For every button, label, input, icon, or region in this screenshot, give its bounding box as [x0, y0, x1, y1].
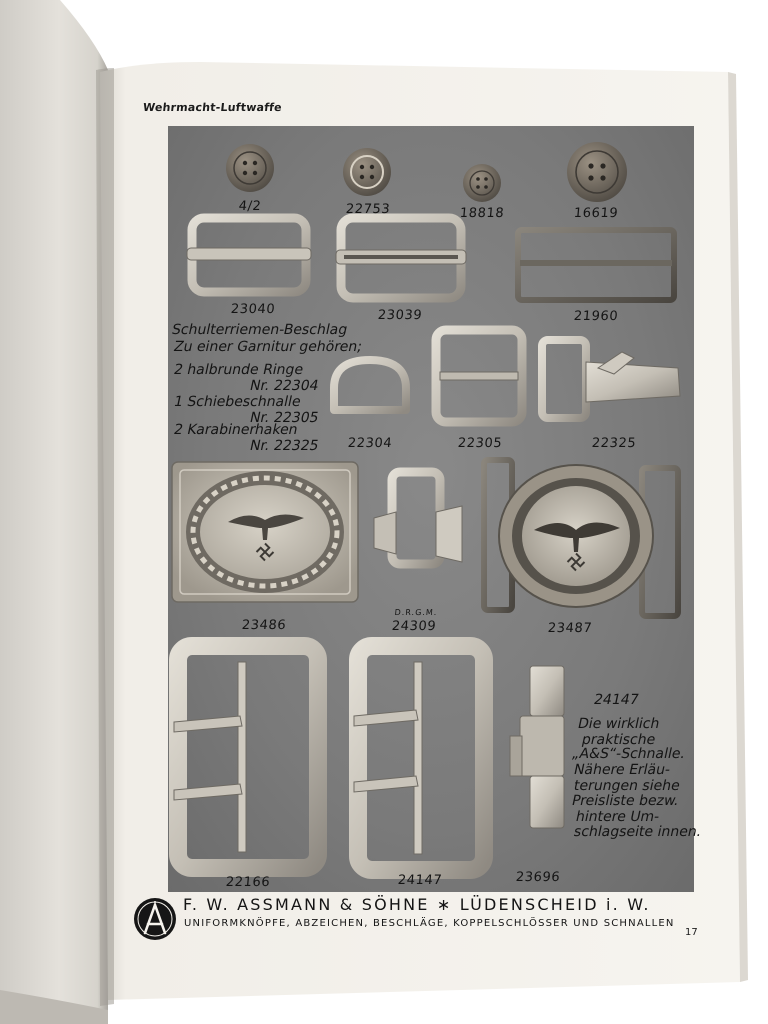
as-note-line-7: hintere Um-: [574, 809, 661, 825]
item-number-23696: 23696: [515, 870, 561, 885]
button-16619: [567, 142, 627, 202]
strap-item-rings: 2 halbrunde Ringe: [172, 362, 305, 378]
item-number-21960: 21960: [573, 309, 619, 324]
strap-item-rings-number: Nr. 22304: [248, 378, 321, 394]
item-number-24147: 24147: [397, 873, 443, 888]
as-note-line-3: „A&S“-Schnalle.: [570, 746, 687, 762]
item-number-22753: 22753: [345, 202, 391, 217]
drgm-mark: D.R.G.M.: [394, 608, 438, 617]
company-products: UNIFORMKNÖPFE, ABZEICHEN, BESCHLÄGE, KOP…: [184, 918, 675, 929]
item-number-22304: 22304: [347, 436, 393, 451]
running-head: Wehrmacht-Luftwaffe: [142, 101, 283, 114]
snap-hook-22325: [538, 336, 681, 422]
swastika-mark-2: [566, 552, 586, 572]
as-note-line-8: schlagseite innen.: [572, 824, 703, 840]
as-note-line-4: Nähere Erläu-: [572, 762, 672, 778]
strap-item-slide: 1 Schiebeschnalle: [172, 394, 303, 410]
product-illustrations: [169, 142, 681, 879]
button-4-2: [226, 144, 274, 192]
button-22753: [343, 148, 391, 196]
item-number-23039: 23039: [377, 308, 423, 323]
item-number-16619: 16619: [573, 206, 619, 221]
shoulder-strap-heading: Schulterriemen-Beschlag: [170, 322, 349, 338]
shoulder-strap-subheading: Zu einer Garnitur gehören;: [172, 339, 364, 355]
half-round-ring-22304: [330, 356, 410, 414]
item-number-23040: 23040: [230, 302, 276, 317]
hook-part-23696: [509, 665, 565, 829]
slide-buckle-23039: [335, 213, 467, 303]
item-number-24309: 24309: [391, 619, 437, 634]
as-note-line-5: terungen siehe: [572, 778, 682, 794]
button-18818: [463, 164, 501, 202]
belt-buckle-23486: [171, 461, 359, 603]
item-number-22305: 22305: [457, 436, 503, 451]
as-buckle-number: 24147: [592, 692, 641, 708]
item-number-18818: 18818: [459, 206, 505, 221]
assmann-logo: [134, 898, 176, 940]
item-number-22325: 22325: [591, 436, 637, 451]
as-note-line-6: Preisliste bezw.: [570, 793, 681, 809]
item-number-23486: 23486: [241, 618, 287, 633]
strap-item-hooks-number: Nr. 22325: [248, 438, 321, 454]
swastika-mark: [255, 542, 275, 562]
page-number: 17: [685, 927, 698, 938]
item-number-23487: 23487: [547, 621, 593, 636]
slide-buckle-22305: [431, 325, 527, 427]
strap-loop-21960: [515, 227, 677, 303]
company-name: F. W. ASSMANN & SÖHNE ∗ LÜDENSCHEID i. W…: [183, 895, 651, 914]
item-number-4-2: 4/2: [237, 199, 263, 214]
item-number-22166: 22166: [225, 875, 271, 890]
catalog-photo-plate: 4/2 22753 18818 16619 23040 23039 21960 …: [168, 126, 703, 892]
slide-buckle-23040: [186, 213, 312, 297]
strap-item-hooks: 2 Karabinerhaken: [172, 422, 300, 438]
belt-hook-24309: [373, 467, 463, 569]
frame-buckle-24147: [349, 637, 493, 879]
frame-buckle-22166: [169, 637, 327, 877]
belt-buckle-23487: [481, 457, 681, 619]
as-note-line-1: Die wirklich: [576, 716, 661, 732]
